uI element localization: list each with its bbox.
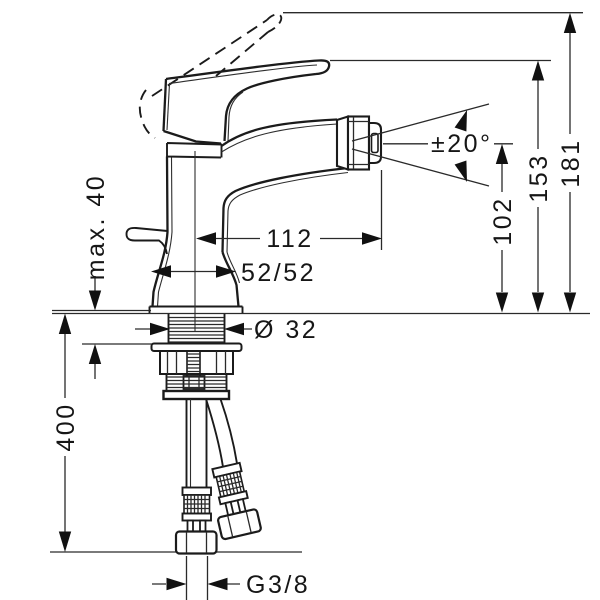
spray-arrow-up (454, 110, 467, 132)
dim-label-max-mounting: max. 40 (82, 174, 110, 280)
spray-arrow-down (454, 160, 467, 182)
body-and-base (148, 156, 244, 313)
shank-lower-threads (162, 374, 231, 401)
dim-label-shank-diameter: Ø 32 (254, 316, 318, 344)
dim-181: 181 (557, 12, 585, 313)
dim-spray-angle: ±20° (431, 130, 493, 158)
dim-label-spray-angle: ±20° (431, 130, 493, 158)
spout (220, 118, 349, 253)
mounting-nut (159, 350, 234, 375)
dim-label-hose-thread: G3/8 (246, 571, 310, 599)
dim-label-height-handle: 153 (525, 153, 553, 202)
spray-angle-indicator (351, 103, 513, 187)
handle-lever (162, 59, 331, 145)
cartridge-collar (166, 142, 223, 159)
dim-label-height-total: 181 (557, 138, 585, 187)
dim-label-hose-length: 400 (52, 402, 80, 451)
supply-hose-diagonal (205, 398, 262, 541)
dim-label-spout-reach: 112 (266, 225, 313, 253)
threaded-shank (167, 314, 226, 344)
reference-lines (52, 12, 590, 600)
dim-153: 153 (525, 60, 553, 313)
dim-g38: G3/8 (152, 571, 310, 599)
dim-label-height-spout: 102 (489, 196, 517, 245)
raised-handle-dashed-outline (138, 13, 283, 139)
dim-52-52: 52/52 (151, 259, 316, 287)
dim-max-40: max. 40 (82, 174, 110, 379)
seal-washer (150, 342, 243, 352)
aerator (335, 115, 383, 171)
dim-label-base: 52/52 (241, 259, 316, 287)
dim-diameter-32: Ø 32 (135, 316, 318, 344)
dim-400: 400 (52, 313, 80, 552)
popup-rod-knob (125, 227, 168, 255)
dim-112: 112 (196, 225, 382, 253)
fixing-stud (182, 352, 206, 390)
supply-hose-vertical (174, 399, 218, 555)
dim-102: 102 (489, 144, 517, 313)
